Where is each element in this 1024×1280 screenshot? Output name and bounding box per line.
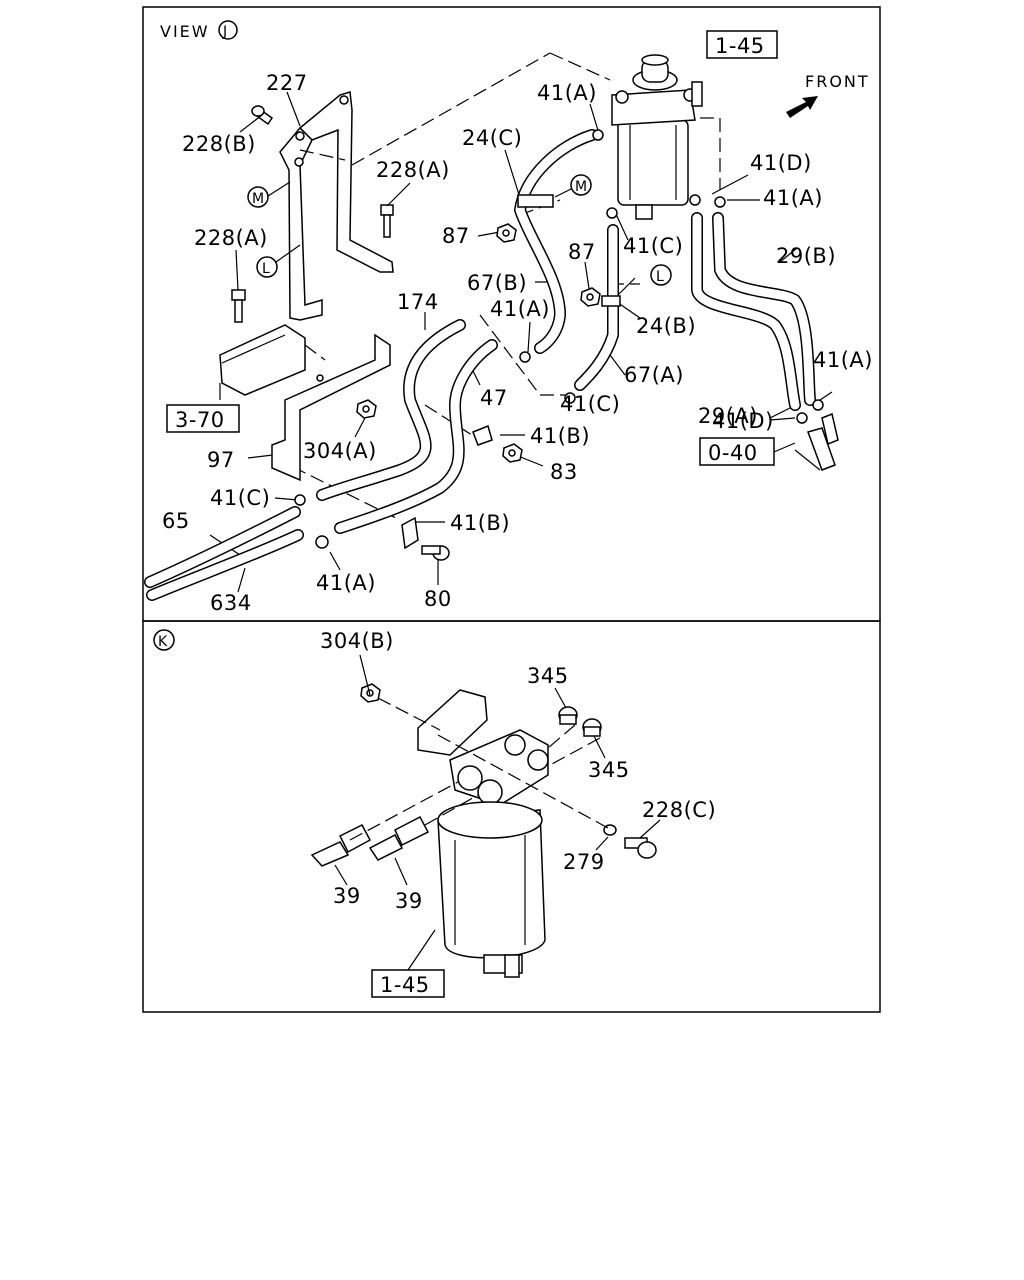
marker-m-1: M [247,186,269,208]
clamps-j [294,129,824,549]
plug-345-bottom [582,718,602,737]
hose-29b [712,212,816,406]
bolt-228a-lower [231,289,246,323]
nut-87-left [496,223,517,243]
label-39-right: 39 [395,889,423,913]
label-228b: 228(B) [182,132,256,156]
callout-1-45-j: 1-45 [706,30,778,59]
front-label: FRONT [805,72,870,91]
bolt-228a-upper [380,204,394,238]
hose-174 [316,319,466,501]
view-k-letter-circle [153,629,175,651]
label-174: 174 [397,290,439,314]
svg-text:1-45: 1-45 [380,973,430,997]
svg-text:M: M [252,191,264,207]
bolt-80 [421,545,450,561]
fitting-39-right [368,815,430,861]
label-24c: 24(C) [462,126,522,150]
label-41a-top: 41(A) [537,81,597,105]
svg-text:L: L [262,261,270,277]
label-41b-bottom: 41(B) [450,511,510,535]
label-41d-top: 41(D) [750,151,812,175]
label-41a-bottom: 41(A) [316,571,376,595]
svg-text:L: L [656,269,664,285]
callout-1-45-k: 1-45 [371,969,445,998]
marker-l-1: L [256,256,278,278]
hose-47 [334,339,498,534]
view-j-letter-circle [218,20,238,40]
callout-3-70: 3-70 [166,404,240,433]
label-227: 227 [266,71,308,95]
label-304b: 304(B) [320,629,394,653]
label-41c-top: 41(C) [623,234,683,258]
marker-m-2: M [570,174,592,196]
view-k-letter: K [158,634,168,650]
label-279: 279 [563,850,605,874]
label-47: 47 [480,386,508,410]
device-3-70 [219,324,306,396]
label-65: 65 [162,509,190,533]
svg-text:M: M [575,179,587,195]
label-345-bottom: 345 [588,758,630,782]
bolt-228b [251,105,274,126]
hose-29a [691,212,801,411]
label-41d-bottom: 41(D) [712,409,774,433]
bolt-228c [624,837,657,859]
view-j-title: VIEW [160,22,210,41]
label-29b: 29(B) [776,244,836,268]
label-228a-lower: 228(A) [194,226,268,250]
label-345-top: 345 [527,664,569,688]
view-j-letter: J [222,24,227,40]
label-41c-left: 41(C) [210,486,270,510]
fuel-filter-assembly-k [417,689,549,978]
clip-41b [401,424,493,550]
leader-lines-k [334,654,661,971]
nut-304a [356,399,377,419]
label-634: 634 [210,591,252,615]
bracket-227 [279,91,394,321]
label-24b: 24(B) [636,314,696,338]
plug-345-top [558,706,578,725]
svg-text:3-70: 3-70 [175,408,225,432]
hose-0-40-stub [807,412,839,471]
hose-24c-67b [514,129,598,354]
label-80: 80 [424,587,452,611]
label-41b-top: 41(B) [530,424,590,448]
marker-l-2: L [650,264,672,286]
label-29a: 29(A) [698,404,758,428]
label-41a-right: 41(A) [763,186,823,210]
label-39-left: 39 [333,884,361,908]
fitting-39-left [310,824,372,867]
label-67a: 67(A) [624,363,684,387]
bracket-97 [271,333,391,482]
label-41a-far: 41(A) [813,348,873,372]
label-87-left: 87 [442,224,470,248]
fuel-filter-assembly-j [611,54,703,220]
nut-304b [360,683,381,703]
hose-24b-67a [574,224,619,391]
label-87-mid: 87 [568,240,596,264]
label-83: 83 [550,460,578,484]
nut-87-mid [580,287,601,307]
label-41a-mid: 41(A) [490,297,550,321]
label-41c-mid: 41(C) [560,392,620,416]
nut-83 [502,443,523,463]
front-arrow-icon [786,96,818,118]
label-228c: 228(C) [642,798,716,822]
label-97: 97 [207,448,235,472]
svg-text:1-45: 1-45 [715,34,765,58]
hose-65-634 [144,506,304,601]
callout-0-40: 0-40 [699,437,775,466]
label-304a: 304(A) [303,439,377,463]
svg-text:0-40: 0-40 [708,441,758,465]
label-228a-upper: 228(A) [376,158,450,182]
label-67b: 67(B) [467,271,527,295]
view-k-frame [142,620,881,1013]
